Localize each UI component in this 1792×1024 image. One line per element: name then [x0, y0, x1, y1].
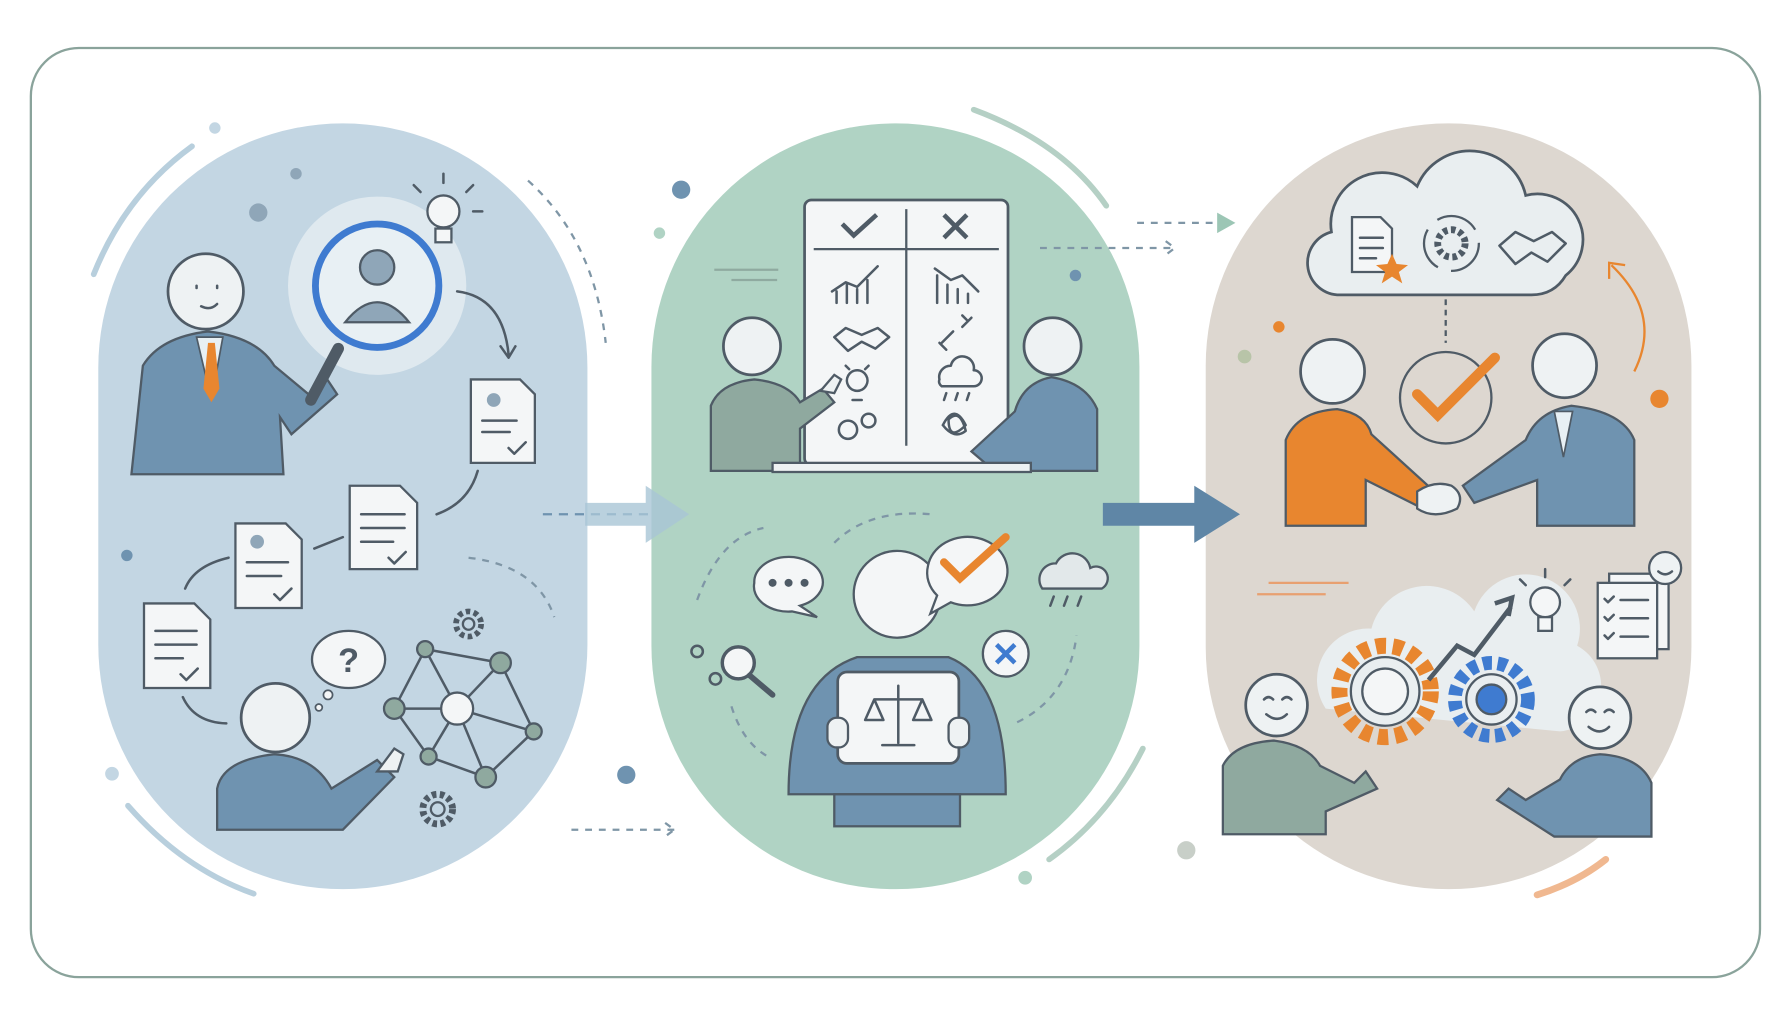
handshake-icon: [1498, 230, 1567, 266]
cross-circle-icon: [981, 629, 1030, 678]
tangle-icon: [941, 412, 967, 436]
curved-arrow: [455, 290, 517, 359]
person-listening: [969, 316, 1099, 472]
decor-arc: [125, 802, 257, 897]
sync-gear-icon: [1422, 214, 1480, 272]
curved-arrow: [435, 469, 479, 516]
cloud-rain-icon: [937, 355, 983, 402]
person-presenting: [709, 316, 843, 472]
handshake-icon: [833, 326, 891, 353]
lightbulb-icon: [844, 364, 870, 402]
dashed-curve: [527, 179, 607, 343]
cross-icon: [942, 213, 969, 240]
decor-line: [1257, 581, 1349, 596]
curved-arrow: [183, 556, 230, 590]
magnifier-person-icon: [288, 196, 467, 406]
document-check-icon: [348, 484, 419, 571]
arrow-stage-2-to-3: [1102, 485, 1240, 543]
dashed-curve: [1016, 635, 1078, 724]
stage-2-background: [651, 123, 1140, 890]
arrow-stage-1-to-2: [542, 485, 690, 543]
gear-icon: [860, 412, 877, 429]
gears-icon: [1316, 574, 1602, 746]
gear-icon: [453, 608, 484, 640]
dashed-curve: [730, 705, 769, 758]
document-check-icon: [469, 378, 536, 464]
arrowhead: [1217, 212, 1236, 234]
lightbulb-icon: [1518, 567, 1572, 632]
dashed-curve: [696, 526, 764, 601]
curved-arrow: [181, 695, 228, 725]
handshake-people: [1284, 332, 1636, 527]
broken-link-icon: [938, 314, 973, 351]
growth-chart-icon: [830, 265, 879, 305]
curved-arrow: [1608, 261, 1646, 372]
check-icon: [840, 213, 879, 239]
network-icon: [382, 640, 543, 789]
growth-arrow-icon: [1426, 594, 1515, 682]
cloud-rain-icon: [1038, 552, 1109, 607]
thinking-person: [216, 682, 405, 831]
decor-arc: [970, 106, 1110, 209]
person-holding-tablet: [787, 656, 1007, 828]
decor-arc: [1533, 855, 1610, 899]
document-star-icon: [1350, 216, 1408, 284]
gear-icon: [837, 419, 859, 441]
dashed-arrow: [571, 821, 677, 838]
check-circle-icon: [1398, 350, 1500, 445]
curved-arrow: [313, 535, 345, 550]
chat-icon: [752, 555, 824, 619]
decline-chart-icon: [933, 267, 980, 305]
thought-bubble-check-icon: [852, 533, 1010, 639]
decor-arc: [1046, 745, 1146, 863]
cloud-icon: [1306, 149, 1585, 297]
lightbulb-icon: [412, 172, 484, 244]
smiling-person-right: [1495, 685, 1653, 838]
document-check-icon: [234, 522, 303, 610]
question-bubble-icon: ?: [310, 629, 387, 712]
decor-dots: [105, 122, 1669, 885]
svg-text:?: ?: [338, 642, 359, 680]
dashed-arrow: [1040, 240, 1177, 256]
smiling-person-left: [1221, 672, 1379, 836]
checklist-icon: [1596, 550, 1683, 660]
decor-line: [714, 268, 779, 282]
dashed-curve: [468, 556, 556, 618]
pros-cons-board-icon: [803, 198, 1010, 467]
decor-arc: [90, 143, 195, 278]
people-search-icon: [690, 644, 776, 698]
table: [771, 461, 1032, 474]
document-check-icon: [142, 602, 212, 690]
gear-icon: [419, 790, 456, 828]
businessman-with-magnifier: [130, 252, 339, 476]
